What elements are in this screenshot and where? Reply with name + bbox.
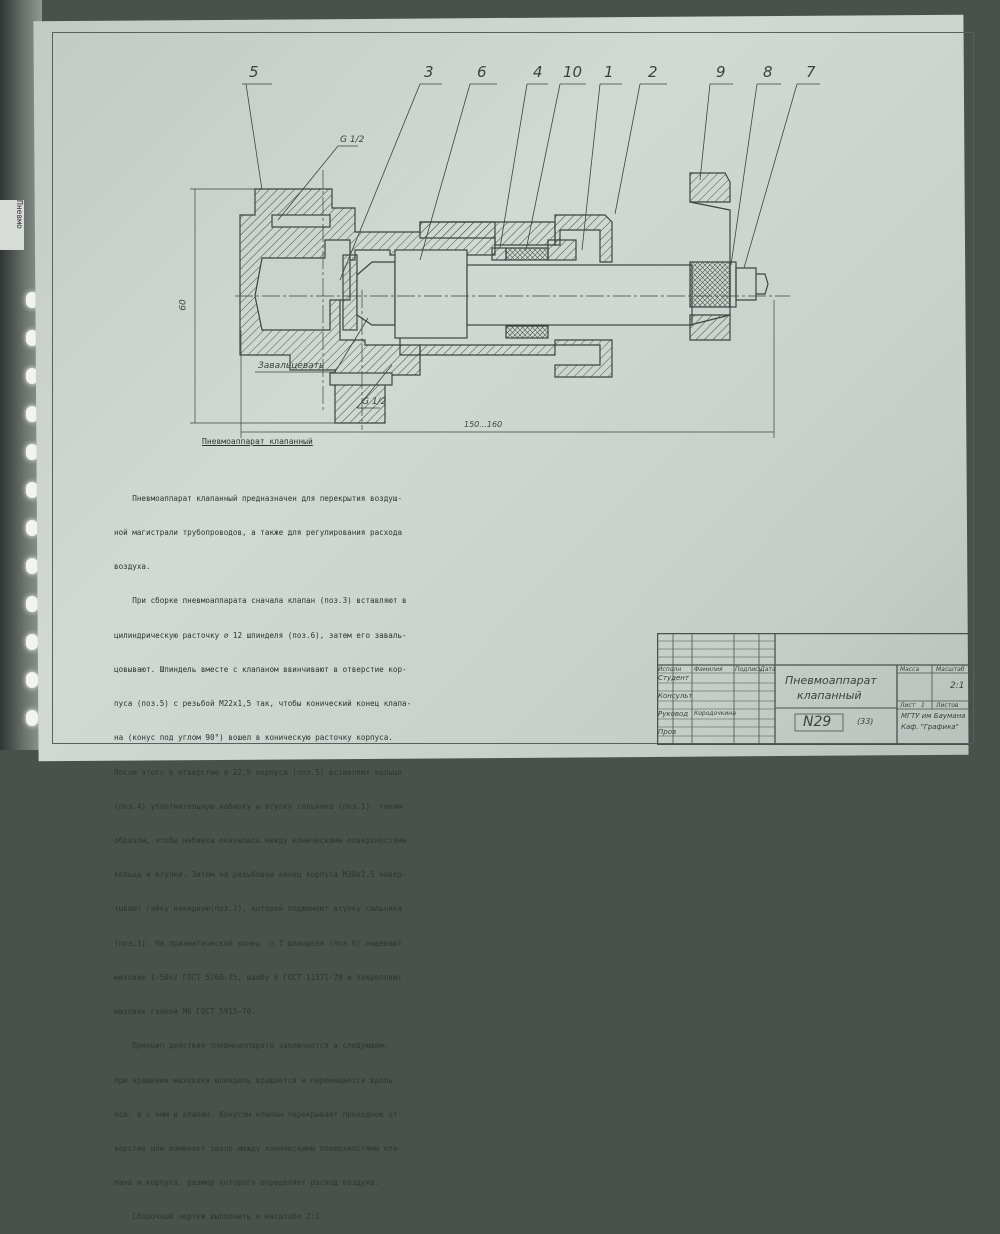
supervisor-name: Кородочкина — [694, 710, 736, 717]
product-name-2: клапанный — [797, 689, 862, 702]
product-name: Пневмоаппарат — [785, 674, 877, 687]
lower-port — [329, 372, 393, 386]
header-signature: Подпись — [735, 666, 762, 673]
text-line: образом, чтобы набивка оказалась между к… — [114, 836, 407, 845]
description-text: Пневмоаппарат клапанный предназначен для… — [114, 470, 414, 1234]
assembly-drawing — [190, 83, 820, 438]
text-line: (поз.4) уплотнительную набивку и втулку … — [114, 801, 403, 811]
drawing-frame — [52, 32, 974, 744]
binder-hole — [26, 672, 38, 688]
text-line: маховик гайкой М6 ГОСТ 5915-70. — [114, 1007, 256, 1017]
text-line: (поз.1). На призматический конец □ 7 шпи… — [114, 938, 403, 948]
role-checker: Пров — [658, 728, 677, 736]
sheet-label: Лист — [900, 702, 916, 709]
packing-part-10-lower — [505, 325, 549, 339]
text-line: цилиндрическую расточку ⌀ 12 шпинделя (п… — [114, 630, 407, 640]
text-line: Сборочный чертеж выполнить в масштабе 2:… — [114, 1212, 325, 1222]
ring-part-4 — [491, 247, 507, 261]
text-line: пана и корпуса, размер которого определя… — [114, 1178, 380, 1188]
position-label: 10 — [563, 63, 583, 81]
binder-hole — [26, 634, 38, 650]
thread-note-bottom: G 1/2 — [362, 397, 387, 407]
position-label: 6 — [477, 63, 487, 81]
header-performer: Исполн — [658, 666, 682, 673]
packing-part-10 — [505, 247, 549, 261]
organization: МГТУ им Баумана — [901, 712, 966, 720]
position-label: 9 — [716, 63, 726, 81]
role-student: Студент — [658, 674, 689, 682]
text-line: кольца и втулки. Затем на резьбовой коне… — [114, 870, 407, 880]
thread-note-top: G 1/2 — [340, 135, 365, 145]
upper-port — [271, 214, 331, 228]
nut-part-2 — [554, 214, 613, 378]
dim-length: 150...160 — [464, 420, 503, 429]
text-line: Принцип действия пневмоаппарата заключае… — [114, 1041, 389, 1051]
binder-hole — [26, 596, 38, 612]
drawing-title: Пневмоаппарат клапанный — [202, 437, 313, 446]
scale-value: 2:1 — [950, 681, 965, 691]
valve-part-3 — [342, 254, 358, 331]
dim-height: 60 — [178, 299, 189, 311]
position-label: 5 — [249, 63, 259, 81]
side-tab: Пневмо — [0, 200, 24, 250]
scale-label: Масштаб — [936, 666, 965, 673]
text-line: верстие или изменяет зазор между коничес… — [114, 1143, 403, 1153]
rolling-note: Завальцевать — [258, 361, 325, 371]
title-block-grid — [657, 633, 979, 745]
doc-suffix: (33) — [857, 717, 874, 726]
text-line: тывают гайку накидную(поз.2), которой по… — [114, 904, 403, 914]
position-label: 3 — [424, 63, 434, 81]
text-line: оси, а с ним и клапан. Конусом клапан пе… — [114, 1109, 403, 1119]
text-line: воздуха. — [114, 562, 151, 572]
doc-number: N29 — [803, 714, 832, 730]
binder-hole — [26, 520, 38, 536]
sheets-value: 1 — [969, 702, 973, 709]
header-surname: Фамилия — [694, 666, 723, 673]
text-line: при вращении маховика шпиндель вращается… — [114, 1075, 393, 1085]
position-label: 1 — [604, 63, 614, 81]
binder-hole — [26, 444, 38, 460]
washer-part-8 — [729, 261, 737, 308]
title-block: Исполн Фамилия Подпись Дата Студент Конс… — [657, 633, 979, 745]
text-line: маховик I-50х7 ГОСТ 5260-75, шайбу 6 ГОС… — [114, 972, 403, 982]
text-line: ной магистрали трубопроводов, а также дл… — [114, 528, 403, 538]
role-consultant: Консульт — [658, 692, 693, 700]
text-line: цовывают. Шпиндель вместе с клапаном вви… — [114, 664, 407, 674]
position-label: 2 — [648, 63, 658, 81]
spindle-part-6 — [394, 249, 468, 339]
handwheel-part-9 — [689, 172, 731, 341]
binder-hole — [26, 710, 38, 726]
text-line: После этого в отверстие ⌀ 22,5 корпуса (… — [114, 767, 403, 777]
mass-label: Масса — [900, 666, 920, 673]
sheet-value: 1 — [921, 702, 925, 709]
role-supervisor: Руковод — [658, 710, 689, 718]
text-line: пуса (поз.5) с резьбой М22х1,5 так, чтоб… — [114, 699, 412, 709]
sheets-label: Листов — [936, 702, 959, 709]
text-line: Пневмоаппарат клапанный предназначен для… — [114, 493, 403, 503]
binder-hole — [26, 406, 38, 422]
sleeve-part-1 — [547, 239, 577, 261]
text-line: При сборке пневмоаппарата сначала клапан… — [114, 596, 407, 606]
position-label: 4 — [533, 63, 543, 81]
binder-hole — [26, 558, 38, 574]
stem — [466, 264, 693, 326]
text-line: на (конус под углом 90°) вошел в коничес… — [114, 733, 393, 743]
header-date: Дата — [760, 666, 776, 673]
nut-part-7 — [735, 267, 769, 301]
department: Каф. "Графика" — [901, 723, 959, 731]
position-label: 8 — [763, 63, 773, 81]
position-label: 7 — [806, 63, 816, 81]
inner-cavity — [254, 239, 351, 331]
binder-hole — [26, 482, 38, 498]
